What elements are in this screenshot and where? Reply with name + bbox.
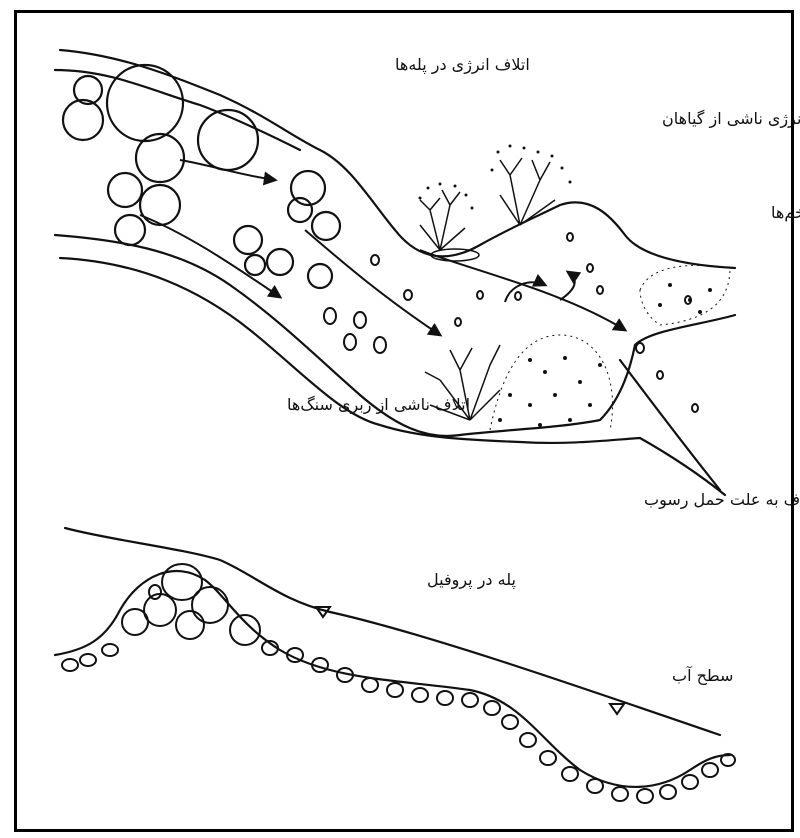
water-surface-marker-icon: [610, 704, 624, 714]
profile-boulders: [122, 564, 260, 645]
flow-arrows: [140, 160, 625, 335]
bed-profile-line: [55, 571, 730, 787]
profile-pebbles: [62, 585, 735, 803]
vegetation-top: [420, 158, 555, 261]
label-bend-loss: اتلاف در خم‌ها: [771, 203, 800, 223]
sediment-dots: [498, 283, 712, 427]
water-level-markers: [316, 607, 624, 714]
label-sediment-loss: اتلاف به علت حمل رسوب: [644, 490, 800, 510]
pebbles: [324, 233, 698, 412]
boulders-step: [63, 65, 340, 288]
profile-view: [55, 528, 730, 787]
label-step-loss: اتلاف انرژی در پله‌ها: [395, 55, 530, 75]
channel-plan-view: [55, 50, 735, 495]
upper-bank-line: [60, 50, 735, 268]
label-water-surface: سطح آب: [672, 666, 733, 686]
sediment-mound: [490, 265, 730, 430]
vegetation-dots-top: [419, 145, 572, 210]
label-vegetation-loss: اتلاف انرژی ناشی از گیاهان: [662, 109, 800, 129]
label-rock-roughness-loss: اتلاف ناشی از زبری سنگ‌ها: [287, 395, 470, 415]
label-profile-step: پله در پروفیل: [427, 570, 516, 590]
bend-tail-line: [620, 360, 720, 490]
